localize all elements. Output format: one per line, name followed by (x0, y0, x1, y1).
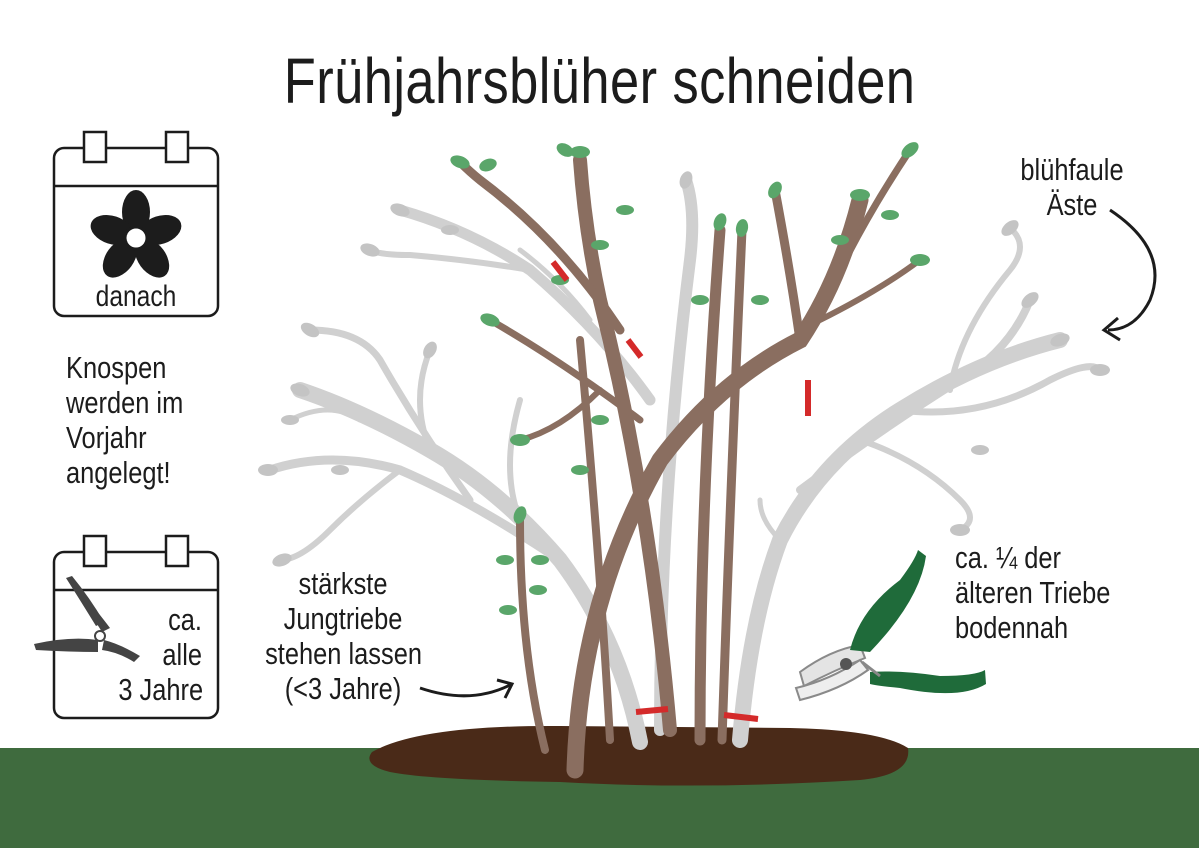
calendar-bottom (52, 534, 220, 720)
young-brown-branches (455, 146, 923, 779)
grey-leaves (258, 171, 1110, 567)
cut-mark (723, 712, 759, 722)
pruning-shears-icon (794, 550, 986, 702)
annotation-line: Äste (1046, 187, 1098, 222)
cut-mark (550, 260, 570, 282)
annotation-old-branches: blühfaule Äste (1015, 152, 1130, 222)
side-note: Knospen werden im Vorjahr angelegt! (66, 350, 183, 490)
flower-icon (90, 190, 182, 278)
arrow-young-shoots (419, 683, 511, 698)
cut-mark (635, 706, 669, 715)
side-note-line: Knospen (66, 350, 167, 385)
cut-mark (625, 338, 644, 359)
side-note-line: Vorjahr (66, 420, 147, 455)
annotation-line: älteren Triebe (955, 575, 1111, 610)
small-shears-icon (34, 576, 140, 662)
annotation-line: Jungtriebe (283, 601, 403, 636)
old-grey-branches (265, 174, 1104, 750)
arrow-head-young-shoots (496, 678, 515, 699)
calendar-bottom-label: ca. alle 3 Jahre (118, 602, 204, 707)
annotation-line: stehen lassen (265, 636, 422, 671)
annotation-line: blühfaule (1020, 152, 1124, 187)
side-note-line: angelegt! (66, 455, 171, 490)
annotation-line: (<3 Jahre) (284, 671, 402, 706)
cut-marks (550, 260, 811, 722)
arrow-old-branches (1107, 208, 1157, 332)
calendar-bottom-line: alle (162, 637, 202, 672)
annotation-old-shoots: ca. ¼ der älteren Triebe bodennah (955, 540, 1110, 645)
page-title: Frühjahrsblüher schneiden (283, 45, 916, 117)
side-note-line: werden im (66, 385, 184, 420)
calendar-bottom-line: 3 Jahre (118, 672, 204, 707)
calendar-bottom-line: ca. (168, 602, 202, 637)
annotation-line: stärkste (298, 566, 388, 601)
annotation-line: ca. ¼ der (955, 540, 1061, 575)
annotation-line: bodennah (955, 610, 1069, 645)
green-leaves (450, 142, 930, 615)
calendar-top-label: danach (95, 280, 177, 313)
soil-mound (369, 725, 909, 786)
annotation-young-shoots: stärkste Jungtriebe stehen lassen (<3 Ja… (265, 566, 422, 706)
arrow-head-old-branches (1101, 316, 1121, 342)
